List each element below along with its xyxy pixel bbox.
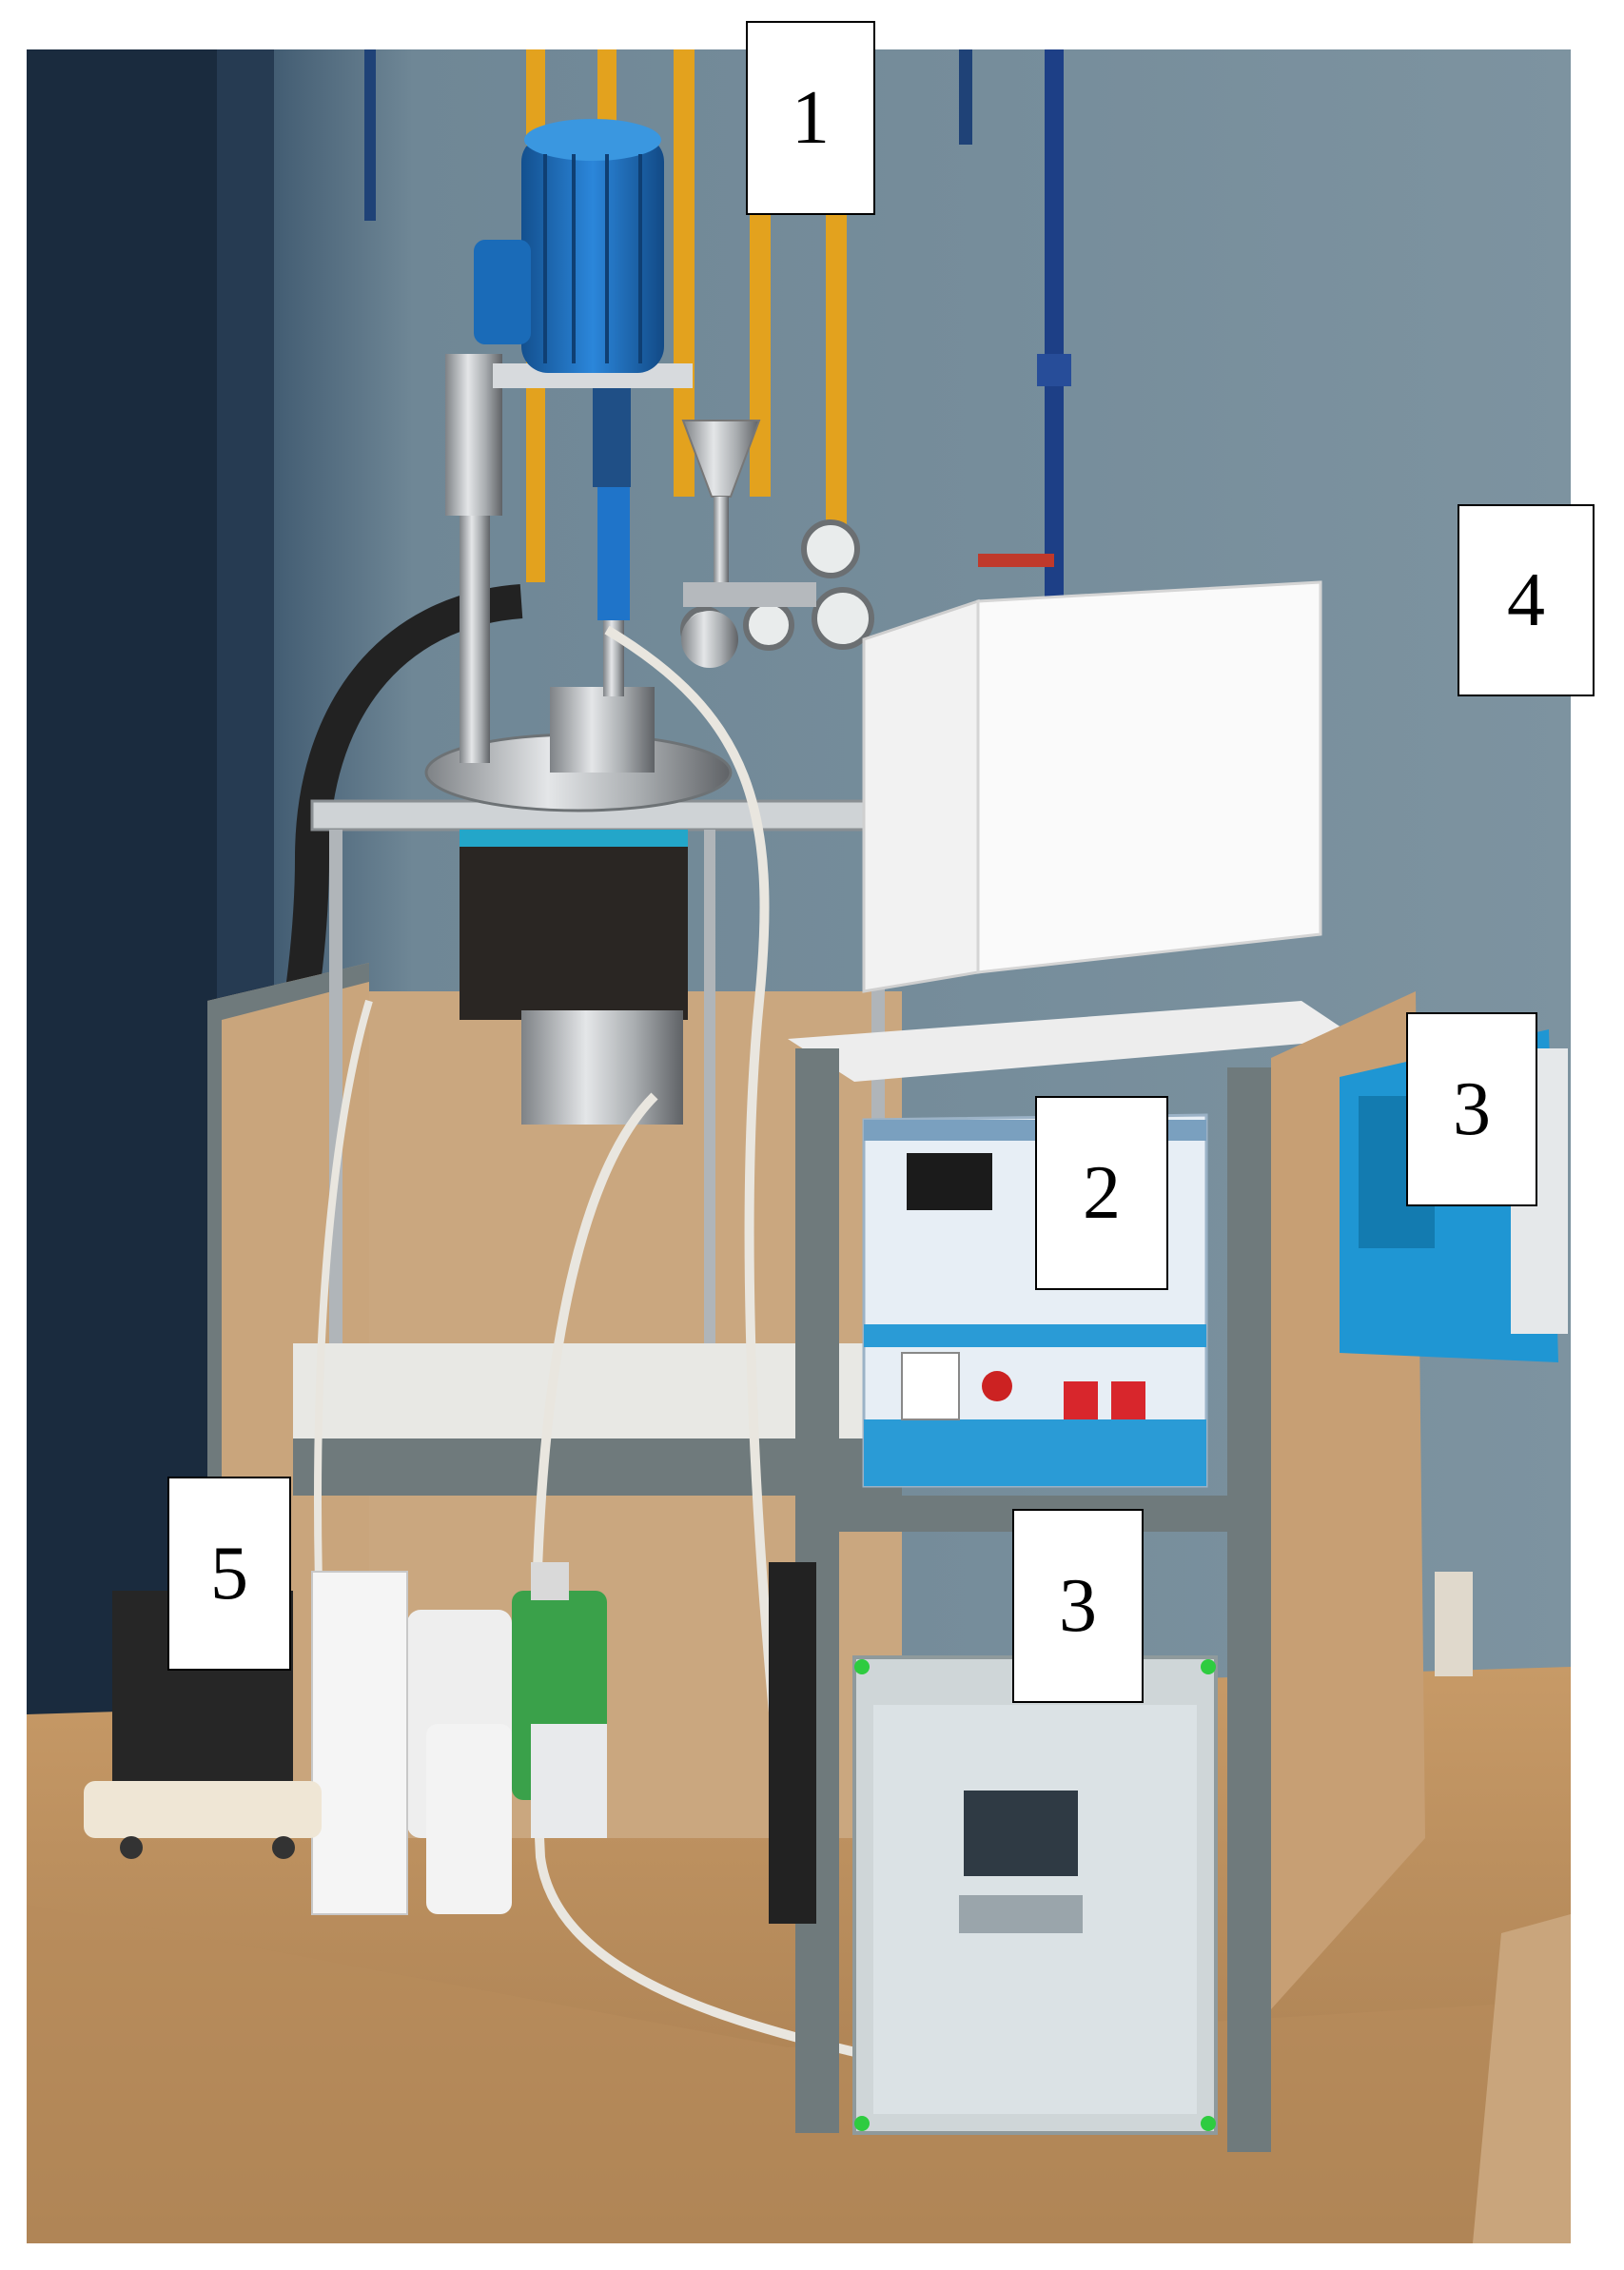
gas-pipe xyxy=(826,202,847,525)
label-3-controller-right: 3 xyxy=(1406,1012,1537,1206)
equipment-photo xyxy=(27,49,1571,2243)
label-1: 1 xyxy=(746,21,875,215)
red-switch xyxy=(1111,1381,1145,1419)
reactor-vessel xyxy=(521,1010,683,1125)
red-switch xyxy=(1064,1381,1098,1419)
heating-jacket xyxy=(460,830,688,1020)
pressure-gauge xyxy=(801,519,860,578)
pressure-gauge xyxy=(743,599,794,651)
box xyxy=(311,1571,408,1915)
stirrer-motor xyxy=(521,135,664,373)
black-tube xyxy=(769,1562,816,1924)
funnel xyxy=(681,420,761,498)
trolley xyxy=(84,1781,322,1838)
red-button xyxy=(982,1371,1012,1401)
temperature-display xyxy=(907,1153,992,1210)
power-switch xyxy=(901,1352,960,1420)
label-4: 4 xyxy=(1458,504,1595,696)
label-3-controller-bottom: 3 xyxy=(1012,1509,1144,1703)
white-tubing xyxy=(604,625,783,1763)
beaker xyxy=(531,1724,607,1838)
white-panel xyxy=(862,598,980,993)
pressure-gauge xyxy=(812,587,874,650)
water-pipe xyxy=(1045,49,1064,639)
label-2: 2 xyxy=(1035,1096,1168,1290)
label-5: 5 xyxy=(167,1477,291,1671)
shelf-top xyxy=(788,1001,1359,1082)
shelf-post xyxy=(1227,1067,1271,2152)
container xyxy=(426,1724,512,1914)
controller-screen xyxy=(964,1791,1078,1876)
